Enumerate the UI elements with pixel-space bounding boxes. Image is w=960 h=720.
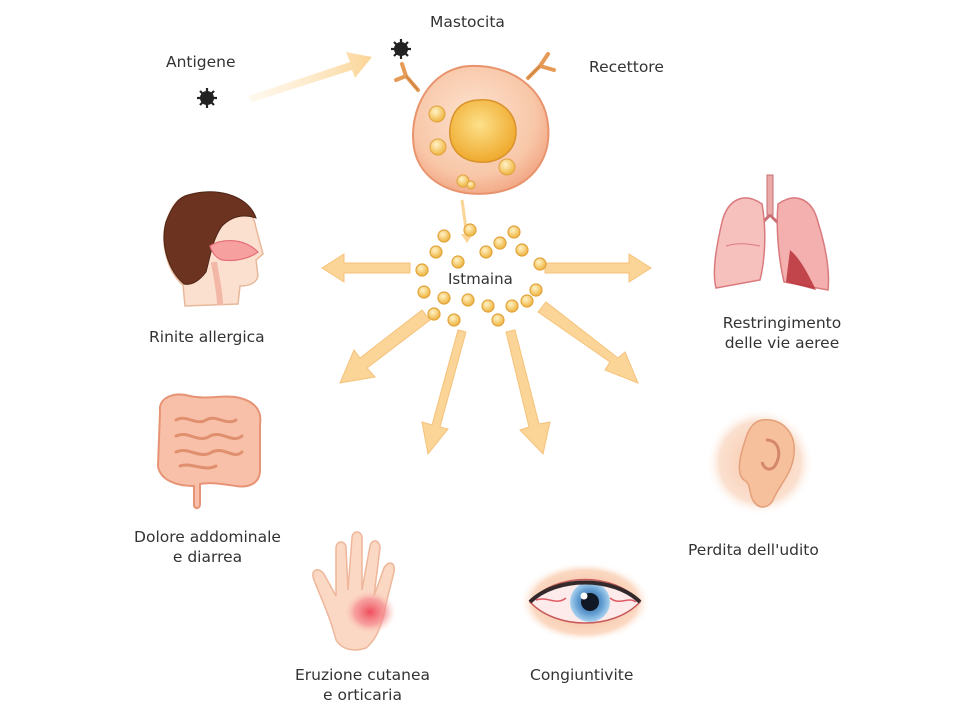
hearing-label: Perdita dell'udito <box>688 541 819 559</box>
antigen-arrow <box>248 52 372 102</box>
lungs-icon <box>713 174 830 291</box>
intestine-icon <box>156 393 262 510</box>
rhinitis-label: Rinite allergica <box>149 328 265 346</box>
mast-cell-label: Mastocita <box>430 13 505 31</box>
histamine-label: Istmaina <box>448 270 513 288</box>
hand-rash-icon <box>312 531 396 651</box>
red-eye-icon <box>519 562 651 642</box>
antigen-icon <box>197 39 411 108</box>
ear-icon <box>706 408 814 516</box>
head-nose-icon <box>163 191 264 307</box>
receptor-label: Recettore <box>589 58 664 76</box>
histamine-granules <box>415 223 547 327</box>
effect-arrows <box>321 253 652 456</box>
mast-cell-icon <box>412 64 550 195</box>
antigen-label: Antigene <box>166 53 236 71</box>
conjunctivitis-label: Congiuntivite <box>530 666 634 684</box>
